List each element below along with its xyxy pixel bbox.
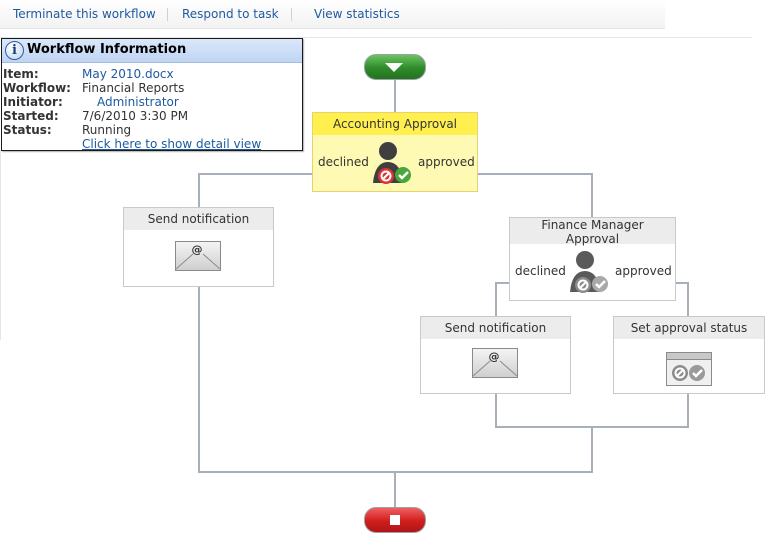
show-detail-view-link[interactable]: Click here to show detail view bbox=[82, 137, 262, 151]
connector bbox=[495, 392, 497, 428]
declined-label: declined bbox=[318, 155, 369, 169]
respond-to-task-link[interactable]: Respond to task bbox=[182, 7, 279, 21]
view-statistics-link[interactable]: View statistics bbox=[314, 7, 400, 21]
workflow-start[interactable] bbox=[364, 54, 426, 80]
finance-manager-approval-activity[interactable]: Finance Manager Approval declined approv… bbox=[509, 217, 676, 301]
connector bbox=[495, 282, 510, 284]
terminate-workflow-link[interactable]: Terminate this workflow bbox=[13, 7, 156, 21]
status-label: Status: bbox=[3, 123, 52, 137]
toolbar-separator bbox=[291, 8, 292, 21]
connector bbox=[687, 392, 689, 428]
send-notification-activity[interactable]: Send notification @ bbox=[420, 316, 571, 394]
accounting-approval-activity[interactable]: Accounting Approval declined approved bbox=[312, 112, 478, 192]
connector bbox=[495, 282, 497, 317]
panel-header: i Workflow Information bbox=[2, 39, 302, 63]
activity-title: Set approval status bbox=[614, 317, 764, 339]
activity-title: Accounting Approval bbox=[313, 113, 477, 135]
send-notification-activity[interactable]: Send notification @ bbox=[123, 207, 274, 287]
workflow-label: Workflow: bbox=[3, 81, 71, 95]
connector bbox=[591, 426, 593, 473]
approval-status-icon bbox=[666, 352, 712, 386]
activity-title: Finance Manager Approval bbox=[510, 218, 675, 246]
divider bbox=[0, 150, 1, 340]
connector bbox=[198, 173, 200, 208]
workflow-value: Financial Reports bbox=[82, 81, 185, 95]
connector bbox=[687, 282, 689, 317]
approved-label: approved bbox=[615, 264, 672, 278]
started-label: Started: bbox=[3, 109, 59, 123]
activity-title: Send notification bbox=[124, 208, 273, 230]
approval-person-icon bbox=[570, 251, 608, 293]
toolbar-separator bbox=[167, 8, 168, 21]
down-arrow-icon bbox=[385, 63, 403, 72]
connector bbox=[394, 78, 396, 112]
toolbar: Terminate this workflow Respond to task … bbox=[0, 0, 665, 29]
connector bbox=[674, 282, 689, 284]
email-envelope-icon: @ bbox=[175, 241, 221, 271]
item-link[interactable]: May 2010.docx bbox=[82, 67, 174, 81]
started-value: 7/6/2010 3:30 PM bbox=[82, 109, 189, 123]
declined-label: declined bbox=[515, 264, 566, 278]
initiator-label: Initiator: bbox=[3, 95, 63, 109]
connector bbox=[198, 285, 200, 473]
connector bbox=[394, 471, 396, 507]
divider bbox=[0, 37, 752, 38]
workflow-information-panel: i Workflow Information Item: May 2010.do… bbox=[1, 38, 303, 151]
info-icon: i bbox=[5, 41, 24, 60]
approval-person-icon bbox=[373, 142, 411, 184]
connector bbox=[591, 173, 593, 218]
set-approval-status-activity[interactable]: Set approval status bbox=[613, 316, 765, 394]
workflow-end[interactable] bbox=[364, 507, 426, 533]
approved-label: approved bbox=[418, 155, 475, 169]
activity-title: Send notification bbox=[421, 317, 570, 339]
initiator-link[interactable]: Administrator bbox=[97, 95, 179, 109]
panel-title: Workflow Information bbox=[27, 42, 187, 57]
status-value: Running bbox=[82, 123, 132, 137]
item-label: Item: bbox=[3, 67, 39, 81]
stop-icon bbox=[390, 515, 400, 525]
email-envelope-icon: @ bbox=[472, 348, 518, 378]
